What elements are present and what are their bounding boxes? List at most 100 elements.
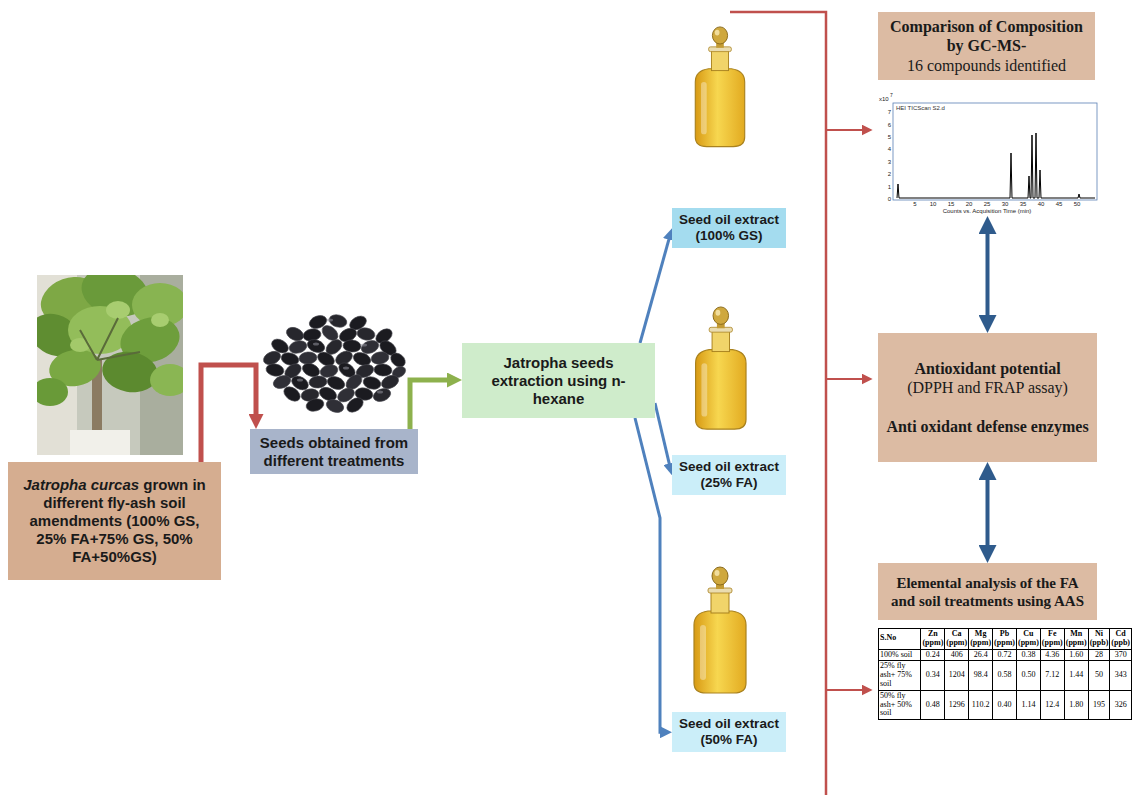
plant-photo-part <box>37 378 68 406</box>
box-heading: Comparison of Composition by GC-MS- <box>884 17 1089 55</box>
seed-pile-part <box>343 339 362 353</box>
table-cell-text: 1.44 <box>1069 670 1083 679</box>
table-cell: 0.50 <box>1016 661 1040 690</box>
axis-title: Counts vs. Acquisition Time (min) <box>943 208 1032 214</box>
oil-bottles <box>694 27 746 693</box>
y-tick: 2 <box>888 171 891 177</box>
box-heading: Seed oil extract (25% FA) <box>678 459 780 491</box>
seed-pile-part <box>356 327 376 342</box>
table-cell: 0.40 <box>993 690 1017 719</box>
table-cell: 0.34 <box>921 661 945 690</box>
table-cell: 98.4 <box>969 661 993 690</box>
plant-photo-part <box>70 430 130 455</box>
box-heading: Antioxidant potential <box>914 359 1060 378</box>
red-bracket-part <box>730 12 826 795</box>
box-heading: Seed oil extract (50% FA) <box>678 716 780 748</box>
table-cell: 343 <box>1110 661 1132 690</box>
table-cell: Fe (ppm) <box>1040 629 1064 650</box>
table-cell-text: 0.34 <box>926 670 940 679</box>
table-cell: 0.58 <box>993 661 1017 690</box>
table-cell: 0.24 <box>921 649 945 661</box>
table-cell: Cu (ppm) <box>1016 629 1040 650</box>
table-cell-text: 1.60 <box>1069 650 1083 659</box>
table-cell-text: 4.36 <box>1045 650 1059 659</box>
y-tick: 7 <box>888 109 891 115</box>
table-row: 25% fly ash+ 75% soil 0.34 120498.40.580.5… <box>879 661 1132 690</box>
seed-highlights-part <box>327 319 333 322</box>
oil-extract-box: Seed oil extract (50% FA) <box>672 712 786 752</box>
chromatogram-frame: HEI TICScan S2.d <box>878 95 1100 216</box>
flow-arrow <box>410 380 453 429</box>
box-text: 16 compounds identified <box>907 56 1066 75</box>
seed-pile-part <box>374 363 393 377</box>
box-heading: Elemental analysis of the FA and soil tr… <box>884 574 1091 610</box>
x-tick: 50 <box>1074 201 1081 207</box>
table-cell: 26.4 <box>969 649 993 661</box>
chromatogram-part <box>897 133 1095 198</box>
seed-pile-part <box>309 375 328 389</box>
table-cell-text: 1.14 <box>1021 700 1035 709</box>
x-tick: 20 <box>966 201 973 207</box>
table-cell-text: 12.4 <box>1045 700 1059 709</box>
seed-highlights-part <box>297 379 303 382</box>
oil-bottles-part <box>696 307 746 429</box>
table-cell: Zn (ppm) <box>921 629 945 650</box>
seed-pile-part <box>324 397 345 414</box>
table-cell: 195 <box>1088 690 1110 719</box>
red-bracket-part <box>826 689 866 691</box>
table-cell-text: 0.24 <box>926 650 940 659</box>
table-cell-text: 0.40 <box>998 700 1012 709</box>
table-cell-text: 25% fly ash+ 75% soil <box>880 661 912 688</box>
table-cell: 4.36 <box>1040 649 1064 661</box>
table-cell: Cd (ppb) <box>1110 629 1132 650</box>
table-cell-text: 28 <box>1095 650 1103 659</box>
seed-pile-part <box>265 363 285 378</box>
x-tick: 45 <box>1056 201 1063 207</box>
table-cell: Ni (ppb) <box>1088 629 1110 650</box>
data-table: S.NoZn (ppm)Ca (ppm)Mg (ppm)Pb (ppm)Cu (… <box>878 628 1132 720</box>
y-tick: 1 <box>888 184 891 190</box>
table-cell-text: 406 <box>951 650 963 659</box>
table-cell-text: 370 <box>1115 650 1127 659</box>
plant-photo-part <box>106 301 130 319</box>
chromatogram-part <box>893 103 1097 200</box>
species-name: Jatropha curcas <box>23 476 139 494</box>
text-wrap: Jatropha curcasgrown in different fly-as… <box>14 476 215 566</box>
seed-pile-part <box>370 351 390 366</box>
axis-exponent: 7 <box>890 93 893 98</box>
box-heading: Seed oil extract (100% GS) <box>678 212 780 244</box>
analysis-box: Comparison of Composition by GC-MS-16 co… <box>878 12 1095 80</box>
table-cell: 12.4 <box>1040 690 1064 719</box>
table-cell: 7.12 <box>1040 661 1064 690</box>
table-cell-text: 195 <box>1093 700 1105 709</box>
table-cell: 100% soil <box>879 649 921 661</box>
seed-pile-part <box>344 395 366 415</box>
table-cell: 406 <box>945 649 969 661</box>
treatment-box: Jatropha curcasgrown in different fly-as… <box>8 462 221 580</box>
table-cell: Ca (ppm) <box>945 629 969 650</box>
table-cell: 25% fly ash+ 75% soil <box>879 661 921 690</box>
table-header: Zn (ppm) <box>922 629 943 647</box>
table-header: Cd (ppb) <box>1111 629 1130 647</box>
flow-arrow <box>640 235 670 343</box>
seed-highlights-part <box>361 344 367 347</box>
table-cell: Mn (ppm) <box>1064 629 1088 650</box>
box-heading: Seeds obtained from different treatments <box>256 434 412 470</box>
table-cell-text: 26.4 <box>974 650 988 659</box>
table-cell: 1204 <box>945 661 969 690</box>
y-tick: 4 <box>888 146 891 152</box>
y-tick: 6 <box>888 122 891 128</box>
analysis-box: Antioxidant potential(DPPH and FRAP assa… <box>878 333 1097 462</box>
table-cell-text: 326 <box>1115 700 1127 709</box>
table-cell: S.No <box>879 629 921 650</box>
table-row: S.NoZn (ppm)Ca (ppm)Mg (ppm)Pb (ppm)Cu (… <box>879 629 1132 650</box>
table-cell: 50 <box>1088 661 1110 690</box>
box-text: Anti oxidant defense enzymes <box>886 417 1088 436</box>
table-row: 50% fly ash+ 50% soil0.481296110.20.401.… <box>879 690 1132 719</box>
seed-pile-part <box>281 384 303 404</box>
flow-arrow <box>986 473 990 552</box>
table-header: Cu (ppm) <box>1018 629 1039 647</box>
table-cell: Mg (ppm) <box>969 629 993 650</box>
table-header: Ca (ppm) <box>946 629 967 647</box>
x-tick: 35 <box>1020 201 1027 207</box>
